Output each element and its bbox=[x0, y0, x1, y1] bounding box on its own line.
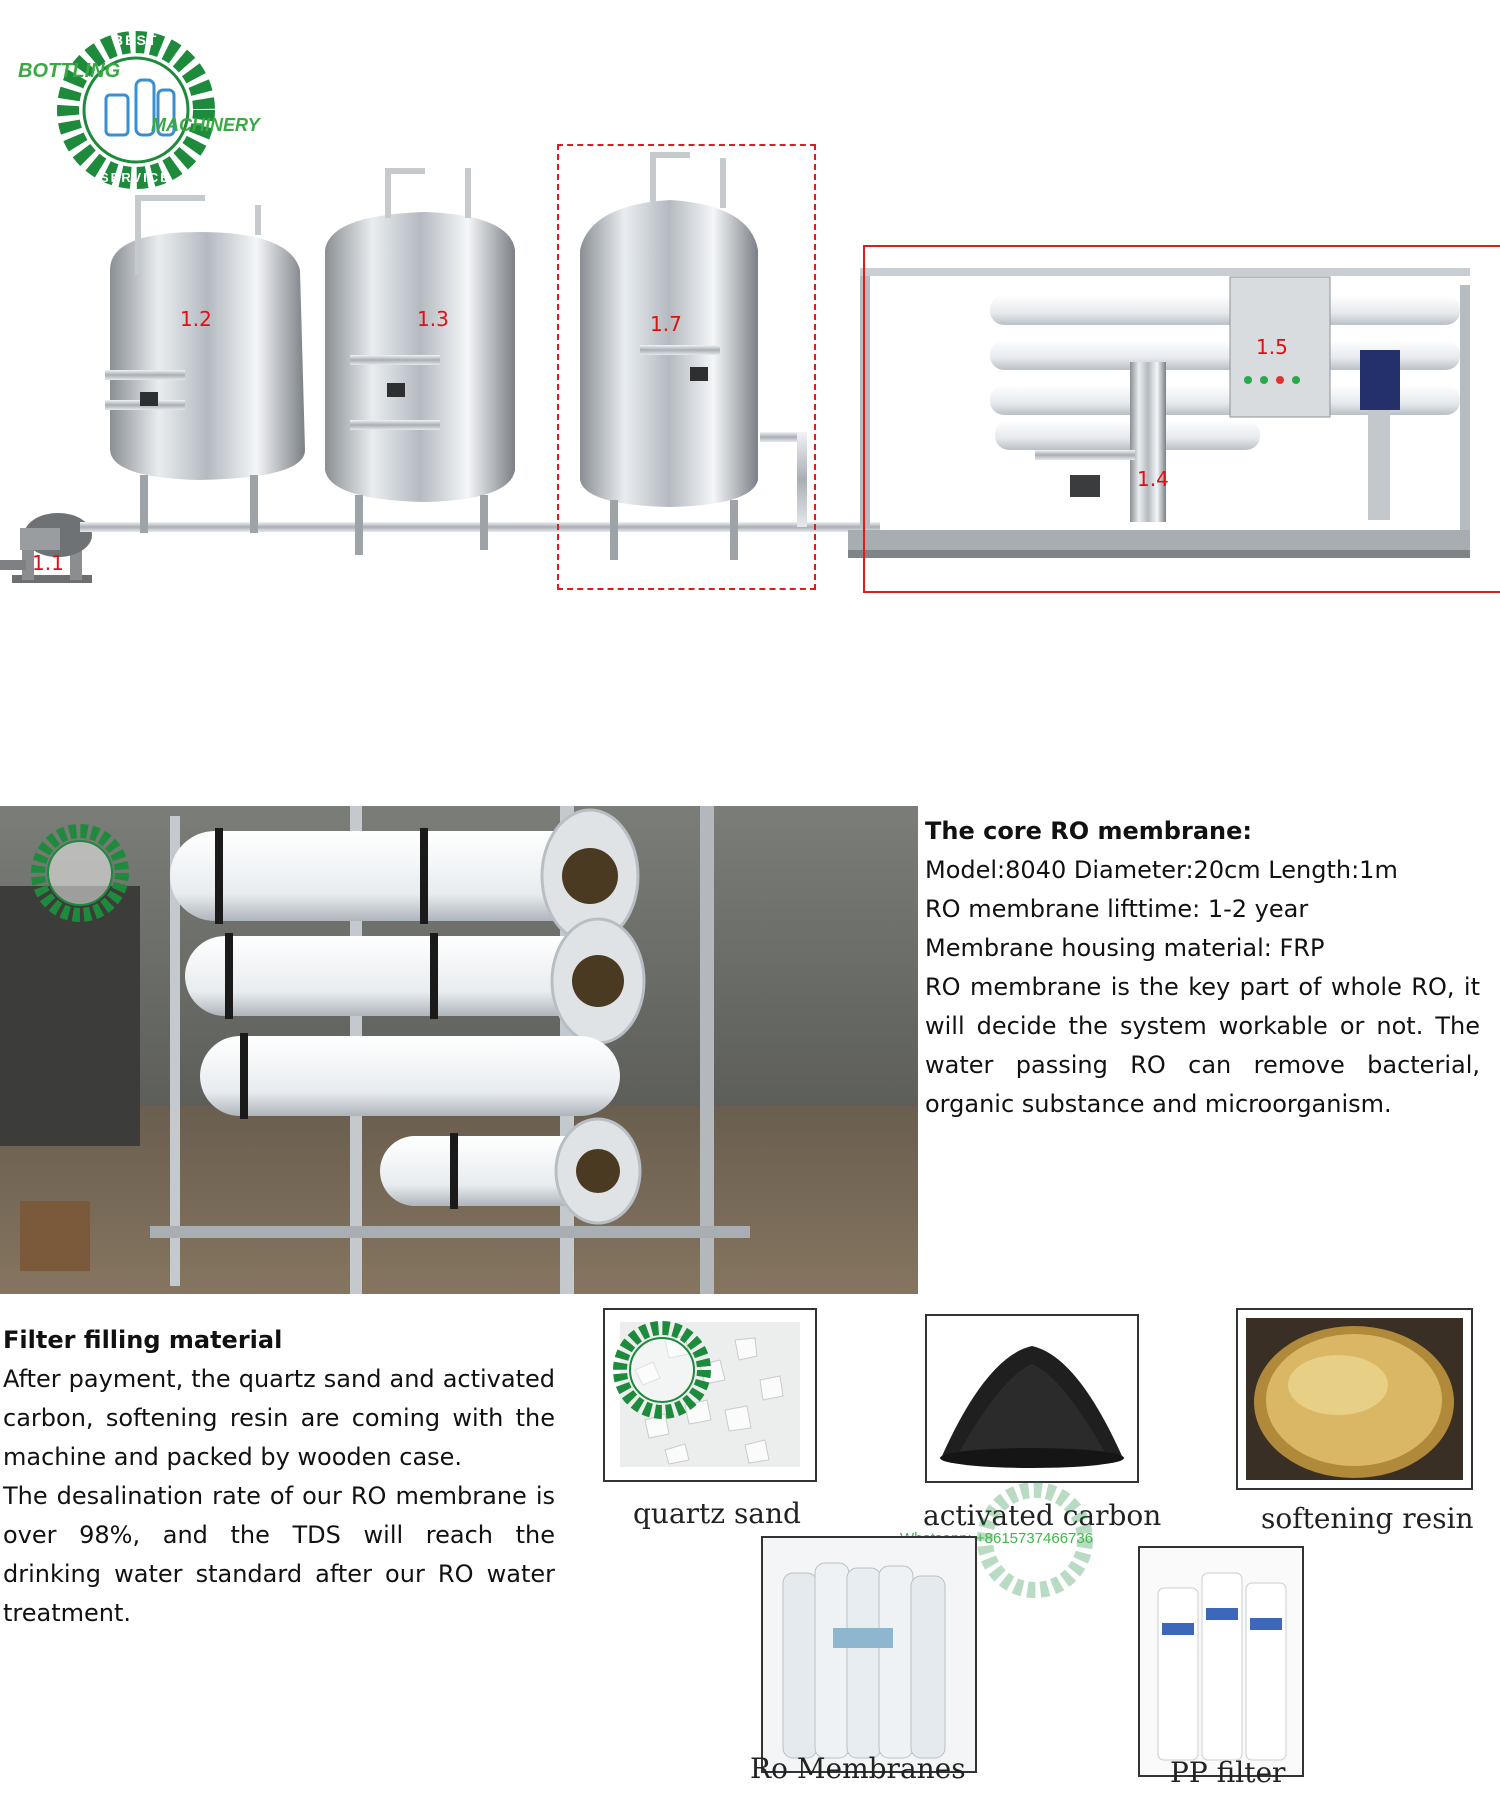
softening-resin-caption: softening resin bbox=[1261, 1502, 1474, 1535]
center-watermark-logo bbox=[960, 1475, 1110, 1605]
tank-1-2 bbox=[105, 195, 305, 533]
activated-carbon-caption: activated carbon bbox=[923, 1499, 1162, 1532]
filter-description: Filter filling material After payment, t… bbox=[3, 1321, 555, 1633]
label-1-7: 1.7 bbox=[650, 312, 682, 336]
brand-logo: BEST BOTTLING MACHINERY SERVICE bbox=[18, 20, 260, 200]
water-treatment-plant-diagram: 1.1 1.2 1.3 1.7 1.5 1.4 bbox=[0, 0, 1500, 620]
filter-heading: Filter filling material bbox=[3, 1326, 283, 1354]
label-1-2: 1.2 bbox=[180, 307, 212, 331]
pretreatment-highlight-box bbox=[557, 144, 816, 590]
ro-description: The core RO membrane: Model:8040 Diamete… bbox=[925, 812, 1480, 1124]
ro-line-description: RO membrane is the key part of whole RO,… bbox=[925, 973, 1480, 1118]
ro-membranes-card bbox=[761, 1536, 977, 1773]
ro-membranes-caption: Ro Membranes bbox=[750, 1752, 966, 1785]
tank-1-3 bbox=[325, 168, 515, 555]
ro-system-highlight-box bbox=[863, 245, 1500, 593]
logo-bottom-arc: SERVICE bbox=[100, 170, 171, 185]
feed-pump bbox=[0, 513, 92, 583]
label-1-5: 1.5 bbox=[1256, 335, 1288, 359]
filter-paragraph-2: The desalination rate of our RO membrane… bbox=[3, 1482, 555, 1627]
quartz-sand-caption: quartz sand bbox=[633, 1497, 801, 1530]
quartz-card-logo bbox=[590, 1315, 730, 1425]
label-1-4: 1.4 bbox=[1137, 467, 1169, 491]
photo-logo bbox=[8, 818, 148, 928]
logo-top-arc: BEST bbox=[113, 32, 159, 48]
ro-line-lifetime: RO membrane lifttime: 1-2 year bbox=[925, 895, 1309, 923]
tank-1-7 bbox=[580, 152, 807, 560]
label-1-1: 1.1 bbox=[32, 551, 64, 575]
ro-heading: The core RO membrane: bbox=[925, 817, 1252, 845]
ro-line-housing: Membrane housing material: FRP bbox=[925, 934, 1325, 962]
logo-left-word: BOTTLING bbox=[18, 60, 121, 82]
filter-paragraph-1: After payment, the quartz sand and activ… bbox=[3, 1365, 555, 1471]
ro-line-model: Model:8040 Diameter:20cm Length:1m bbox=[925, 856, 1398, 884]
pp-filter-card bbox=[1138, 1546, 1304, 1777]
label-1-3: 1.3 bbox=[417, 307, 449, 331]
activated-carbon-card bbox=[925, 1314, 1139, 1483]
logo-right-word: MACHINERY bbox=[151, 115, 260, 135]
plant-illustration bbox=[0, 152, 1470, 583]
softening-resin-card bbox=[1236, 1308, 1473, 1490]
ro-membrane-photo bbox=[0, 806, 918, 1294]
pp-filter-caption: PP filter bbox=[1170, 1756, 1286, 1789]
quartz-sand-card bbox=[603, 1308, 817, 1482]
ro-skid bbox=[848, 268, 1470, 558]
